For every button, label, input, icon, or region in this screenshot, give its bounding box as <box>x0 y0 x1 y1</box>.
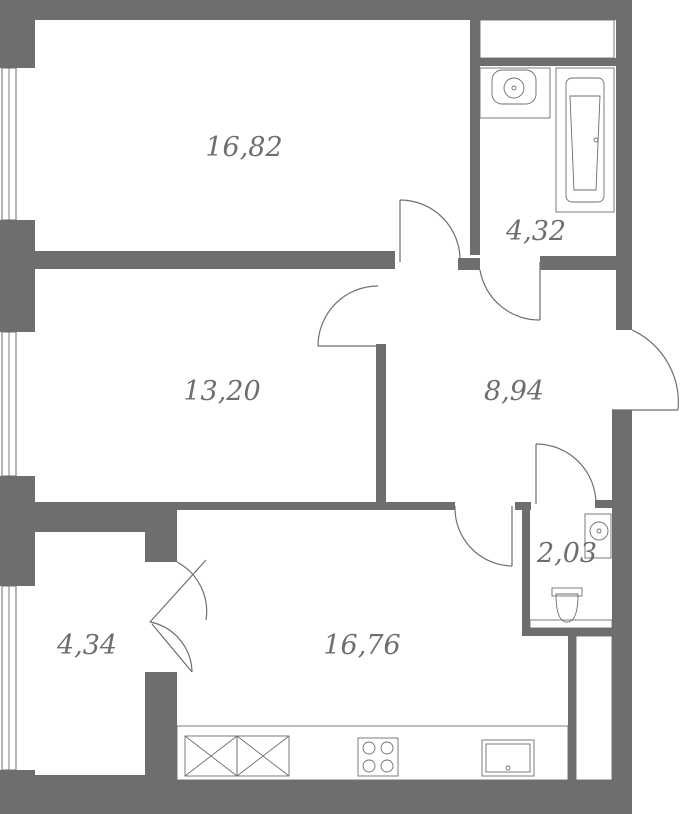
cabinet-icon <box>236 735 290 777</box>
doors <box>149 199 679 673</box>
area-labels: 16,82 13,20 8,94 4,32 2,03 4,34 16,76 <box>56 132 597 661</box>
wc-sink-icon <box>584 513 612 559</box>
sink-icon <box>479 67 551 119</box>
kitchen-sink-icon <box>481 739 535 777</box>
area-bedroom-small: 13,20 <box>183 376 260 407</box>
area-bedroom-large: 16,82 <box>205 132 282 163</box>
bathtub-icon <box>555 67 615 213</box>
area-hallway: 8,94 <box>484 376 544 407</box>
bathroom-fixtures <box>479 19 615 213</box>
area-bathroom: 4,32 <box>505 216 566 247</box>
wc-fixtures <box>529 513 613 629</box>
area-wc: 2,03 <box>536 538 597 569</box>
toilet-icon <box>555 593 579 623</box>
area-loggia: 4,34 <box>56 630 117 661</box>
walls <box>0 0 632 814</box>
kitchen-fixtures <box>176 635 613 781</box>
windows <box>1 67 17 771</box>
stove-icon <box>357 737 399 777</box>
area-kitchen-living: 16,76 <box>323 630 400 661</box>
